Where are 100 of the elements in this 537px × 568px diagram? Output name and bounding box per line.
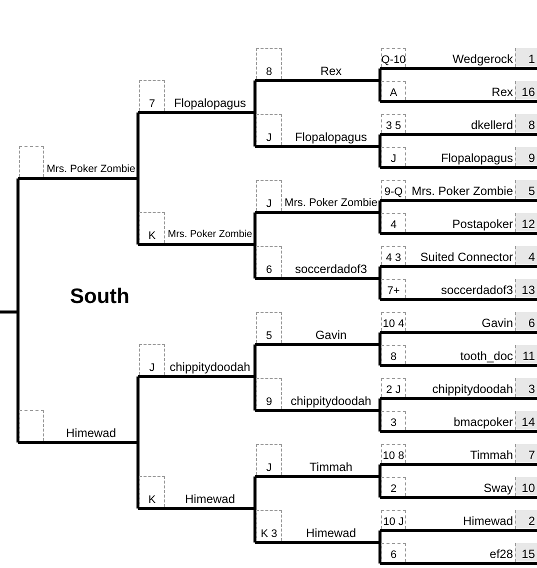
hand-cell: 10 8 <box>381 444 406 463</box>
hand-cell: J <box>256 180 282 211</box>
player-name: Rex <box>319 64 343 78</box>
entrant-row <box>380 543 537 565</box>
player-name: soccerdadof3 <box>440 283 513 297</box>
player-name: Gavin <box>480 316 513 330</box>
winner-slot <box>255 312 380 346</box>
bracket-line <box>378 410 382 432</box>
seed-cell: 16 <box>515 81 537 100</box>
player-name: Rex <box>490 85 513 99</box>
entrant-row <box>380 81 537 103</box>
player-name: Gavin <box>314 328 348 342</box>
hand-cell: Q-10 <box>381 48 406 67</box>
seed-cell: 3 <box>515 378 537 397</box>
bracket-line <box>136 178 140 244</box>
player-name: ef28 <box>488 547 513 561</box>
bracket-line <box>254 476 256 508</box>
player-name: Flopalopagus <box>440 151 513 165</box>
bracket-line <box>378 476 382 498</box>
seed-cell: 12 <box>515 213 537 232</box>
bracket-line <box>136 112 140 178</box>
bracket-line <box>378 542 382 564</box>
hand-cell: 3 <box>381 411 406 430</box>
winner-slot <box>18 146 138 180</box>
hand-cell: K 3 <box>256 510 282 541</box>
bracket-line <box>254 212 256 244</box>
hand-cell: K <box>139 212 165 243</box>
hand-cell: J <box>256 444 282 475</box>
bracket-line <box>0 310 20 442</box>
entrant-row <box>380 279 537 301</box>
winner-slot <box>138 212 255 246</box>
bracket-line <box>378 212 382 234</box>
seed-cell: 10 <box>515 477 537 496</box>
bracket-line <box>378 266 382 278</box>
player-name: soccerdadof3 <box>294 262 368 276</box>
bracket-line <box>254 376 256 410</box>
hand-cell: J <box>139 344 165 375</box>
player-name: Mrs. Poker Zombie <box>410 184 513 198</box>
entrant-row <box>380 114 537 136</box>
player-name: Mrs. Poker Zombie <box>46 162 136 176</box>
winner-slot <box>138 476 255 510</box>
hand-cell: A <box>381 81 406 100</box>
winner-slot <box>255 510 380 544</box>
bracket-line <box>378 464 382 476</box>
player-name: tooth_doc <box>459 349 513 363</box>
bracket-line <box>378 80 382 102</box>
entrant-row <box>380 246 537 268</box>
bracket-line <box>378 398 382 410</box>
bracket-line <box>254 344 256 376</box>
hand-cell: 9 <box>256 378 282 409</box>
entrant-row <box>380 180 537 202</box>
player-name: dkellerd <box>470 118 513 132</box>
player-name: Himewad <box>184 492 236 506</box>
seed-cell: 2 <box>515 510 537 529</box>
hand-cell: 5 <box>256 312 282 343</box>
player-name: Mrs. Poker Zombie <box>167 228 253 242</box>
bracket-line <box>378 278 382 300</box>
hand-cell: 2 <box>381 477 406 496</box>
winner-slot <box>255 180 380 214</box>
hand-cell: J <box>256 114 282 145</box>
hand-cell: 6 <box>256 246 282 277</box>
player-name: Suited Connector <box>419 250 513 264</box>
seed-cell: 8 <box>515 114 537 133</box>
hand-cell: 10 4 <box>381 312 406 331</box>
player-name: chippitydoodah <box>168 360 252 374</box>
entrant-row <box>380 378 537 400</box>
hand-cell: 2 J <box>381 378 406 397</box>
hand-cell: 10 J <box>381 510 406 529</box>
entrant-row <box>380 312 537 334</box>
winner-slot <box>255 246 380 280</box>
hand-cell: 8 <box>381 345 406 364</box>
bracket-line <box>378 200 382 212</box>
seed-cell: 7 <box>515 444 537 463</box>
entrant-row <box>380 213 537 235</box>
seed-cell: 11 <box>515 345 537 364</box>
bracket-line <box>378 332 382 344</box>
player-name: Flopalopagus <box>172 96 248 110</box>
seed-cell: 5 <box>515 180 537 199</box>
winner-slot <box>255 444 380 478</box>
bracket-line <box>378 344 382 366</box>
entrant-row <box>380 477 537 499</box>
bracket-line <box>378 68 382 80</box>
hand-cell: 7 <box>139 80 165 111</box>
player-name: Timmah <box>469 448 513 462</box>
player-name: Flopalopagus <box>294 130 368 144</box>
player-name: Mrs. Poker Zombie <box>284 196 378 210</box>
hand-cell: 9-Q <box>381 180 406 199</box>
seed-cell: 6 <box>515 312 537 331</box>
seed-cell: 13 <box>515 279 537 298</box>
bracket-line <box>254 112 256 146</box>
bracket-line <box>136 442 140 508</box>
seed-cell: 9 <box>515 147 537 166</box>
winner-slot <box>138 80 255 114</box>
seed-cell: 4 <box>515 246 537 265</box>
bracket-line <box>378 134 382 146</box>
player-name: Sway <box>482 481 513 495</box>
entrant-row <box>380 444 537 466</box>
entrant-row <box>380 510 537 532</box>
bracket-line <box>378 146 382 168</box>
winner-slot <box>255 378 380 412</box>
